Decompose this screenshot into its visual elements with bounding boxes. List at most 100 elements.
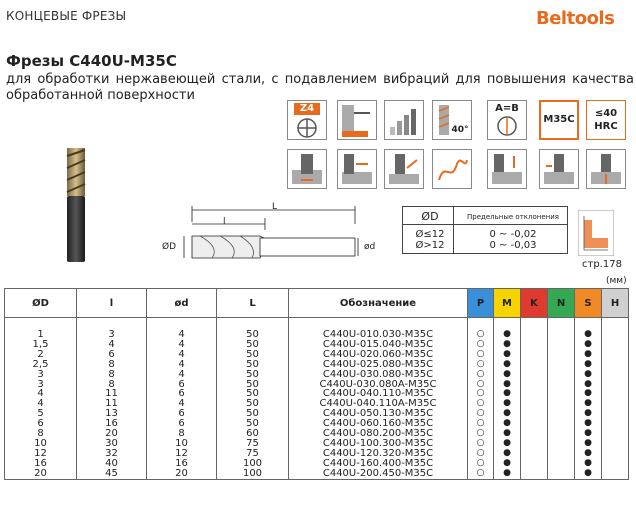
end-mill-drawing <box>183 206 359 259</box>
material-mark <box>547 339 575 350</box>
material-mark <box>601 409 629 420</box>
product-title: Фрезы C440U-M35C <box>6 52 177 70</box>
spec-header-2: ød <box>146 288 217 318</box>
material-mark: ● <box>493 468 521 480</box>
material-mark <box>601 317 629 340</box>
spec-header-5: P <box>467 288 494 318</box>
flutes-z4-icon: Z4 <box>287 100 327 140</box>
product-description: для обработки нержавеющей стали, с подав… <box>6 72 634 103</box>
material-mark: ● <box>574 468 602 480</box>
tolerance-header-d: ØD <box>421 210 439 223</box>
tolerance-table: ØD Предельные отклонения Ø≤12 0 ~ -0,02 … <box>402 206 568 254</box>
material-mark <box>547 419 575 430</box>
material-mark <box>520 339 548 350</box>
table-cell: C440U-200.450-M35C <box>288 468 468 480</box>
tolerance-a-b-icon: A=B <box>487 100 527 140</box>
material-mark <box>601 399 629 410</box>
material-mark <box>520 369 548 380</box>
spec-header-0: ØD <box>4 288 77 318</box>
material-mark: ○ <box>467 317 494 340</box>
material-mark <box>547 448 575 459</box>
spec-header-8: N <box>547 288 575 318</box>
section-label: КОНЦЕВЫЕ ФРЕЗЫ <box>6 9 127 23</box>
side-milling-icon <box>337 149 377 189</box>
drilling-icon <box>586 149 626 189</box>
material-mark <box>601 359 629 370</box>
material-mark <box>547 458 575 469</box>
table-cell: 20 <box>4 468 77 480</box>
slotting-icon <box>287 149 327 189</box>
hardness-hrc-icon: ≤40 HRC <box>586 100 626 140</box>
table-cell: 20 <box>146 468 217 480</box>
tolerance-header-dev: Предельные отклонения <box>467 213 559 221</box>
material-mark <box>520 419 548 430</box>
label-l: l <box>223 217 226 227</box>
material-mark <box>601 448 629 459</box>
material-mark <box>601 349 629 360</box>
material-mark <box>547 369 575 380</box>
material-mark <box>547 349 575 360</box>
material-mark <box>601 379 629 390</box>
material-mark <box>601 458 629 469</box>
material-mark <box>520 399 548 410</box>
spec-header-4: Обозначение <box>288 288 468 318</box>
material-mark <box>547 429 575 439</box>
tolerance-row-dev: 0 ~ -0,03 <box>489 240 537 251</box>
profiling-icon <box>539 149 579 189</box>
material-mark <box>547 317 575 340</box>
table-cell: 50 <box>216 317 289 340</box>
table-cell: 45 <box>76 468 147 480</box>
material-mark <box>520 359 548 370</box>
spec-header-9: S <box>574 288 602 318</box>
table-cell: 1 <box>4 317 77 340</box>
material-mark <box>520 389 548 400</box>
page-reference[interactable]: стр.178 <box>582 259 622 270</box>
material-mark <box>547 379 575 390</box>
material-mark <box>520 317 548 340</box>
material-mark <box>520 438 548 449</box>
material-m35c-icon: M35C <box>539 100 579 140</box>
helix-angle-label: 40° <box>451 125 469 135</box>
material-mark <box>547 359 575 370</box>
end-mill-photo <box>66 148 86 262</box>
label-L: L <box>272 202 278 212</box>
spec-header-1: l <box>76 288 147 318</box>
material-mark <box>520 448 548 459</box>
tolerance-row-dev: 0 ~ -0,02 <box>489 229 537 240</box>
material-mark <box>601 468 629 480</box>
page-ref-icon <box>578 210 614 256</box>
ramping-icon <box>384 149 424 189</box>
increasing-bars-icon <box>384 100 424 140</box>
table-cell: C440U-010.030-M35C <box>288 317 468 340</box>
table-cell: 100 <box>216 468 289 480</box>
label-d: ød <box>364 242 376 252</box>
hardness-label: ≤40 HRC <box>594 108 618 132</box>
table-cell: 3 <box>76 317 147 340</box>
tolerance-row-d: Ø≤12 <box>415 229 445 240</box>
material-mark <box>601 429 629 439</box>
flutes-label: Z4 <box>299 103 315 114</box>
helix-40-icon: 40° <box>432 100 472 140</box>
table-cell: 4 <box>146 317 217 340</box>
material-mark <box>520 468 548 480</box>
material-mark <box>547 438 575 449</box>
material-mark <box>547 409 575 420</box>
material-mark <box>520 379 548 390</box>
material-mark <box>520 409 548 420</box>
spec-header-3: L <box>216 288 289 318</box>
material-mark: ○ <box>467 468 494 480</box>
material-mark <box>547 389 575 400</box>
